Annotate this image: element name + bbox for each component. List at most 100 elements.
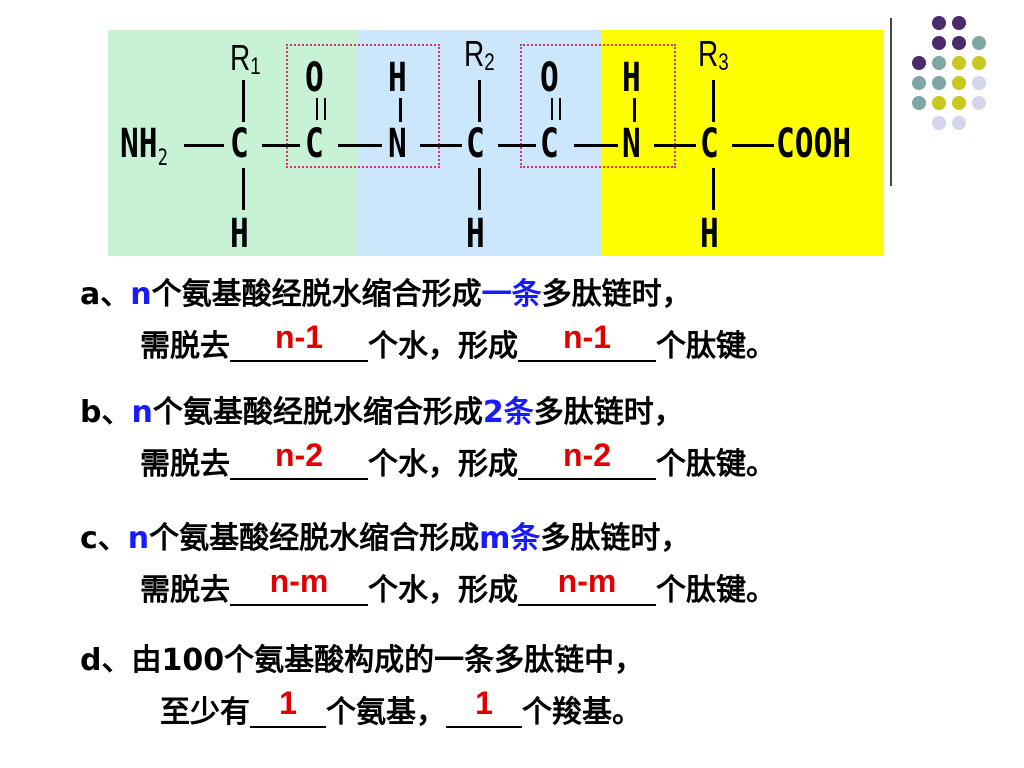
- alpha-carbon-3: C: [700, 121, 719, 167]
- double-bond-1b: [324, 98, 326, 120]
- bond-n2-c3: [654, 144, 696, 147]
- decorative-dot: [932, 76, 946, 90]
- item-a-blank1: n-1: [230, 319, 368, 362]
- item-a-emph: 一条: [481, 277, 542, 312]
- bond-r1-c1: [242, 80, 245, 122]
- bond-r2-c2: [478, 80, 481, 122]
- decorative-dot: [972, 96, 986, 110]
- item-a-n: n: [130, 277, 152, 312]
- item-c-post: 个肽键。: [656, 573, 776, 608]
- item-d-pre: 至少有: [160, 695, 250, 730]
- item-a-answer1: n-1: [275, 319, 323, 355]
- bond-c1-c: [262, 144, 300, 147]
- item-b-blank2: n-2: [518, 437, 656, 480]
- item-b-letter: b: [80, 395, 102, 430]
- hydrogen-n1: H: [388, 55, 407, 101]
- item-c-blank2: n-m: [518, 563, 656, 606]
- item-b-answer2: n-2: [563, 437, 611, 473]
- peptide-bond-box-1: [286, 44, 440, 168]
- carbonyl-carbon-1: C: [305, 121, 324, 167]
- item-c-emph: m条: [479, 521, 541, 556]
- item-b-blank1: n-2: [230, 437, 368, 480]
- item-d-answer1: 1: [279, 685, 297, 721]
- alpha-carbon-2: C: [466, 121, 485, 167]
- item-b-end: 多肽链时，: [533, 395, 684, 430]
- double-bond-1a: [316, 98, 318, 120]
- item-a-end: 多肽链时，: [541, 277, 692, 312]
- bond-c-n2: [574, 144, 618, 147]
- decorative-dot: [952, 116, 966, 130]
- decorative-dot: [952, 36, 966, 50]
- r-group-1: R1: [230, 37, 261, 81]
- item-a-post: 个肽键。: [656, 329, 776, 364]
- item-d-blank1: 1: [250, 685, 326, 728]
- hydrogen-n2: H: [622, 55, 641, 101]
- oxygen-1: O: [305, 55, 324, 101]
- item-b-answer1: n-2: [275, 437, 323, 473]
- item-d-text: 、由100个氨基酸构成的一条多肽链中，: [101, 643, 645, 678]
- item-c-letter: c: [80, 521, 98, 556]
- item-c-end: 多肽链时，: [540, 521, 691, 556]
- bond-c1-h: [242, 168, 245, 210]
- decorative-dot: [952, 56, 966, 70]
- item-a-mid: 个氨基酸经脱水缩合形成: [151, 277, 482, 312]
- item-d-post: 个羧基。: [522, 695, 642, 730]
- item-c-mid: 个氨基酸经脱水缩合形成: [149, 521, 480, 556]
- item-d-line1: d、由100个氨基酸构成的一条多肽链中，: [80, 642, 644, 680]
- amino-acid-2-background: [358, 30, 602, 256]
- item-d-answer2: 1: [475, 685, 493, 721]
- item-c-line1: c、n个氨基酸经脱水缩合形成m条多肽链时，: [80, 520, 690, 558]
- item-b-emph: 2条: [482, 395, 534, 430]
- nitrogen-2: N: [622, 121, 641, 167]
- bond-c2-c: [498, 144, 536, 147]
- item-d-blank2: 1: [446, 685, 522, 728]
- decorative-dot: [932, 16, 946, 30]
- amino-acid-1-background: [108, 30, 358, 256]
- bond-c-n1: [338, 144, 382, 147]
- item-a-letter: a: [80, 277, 101, 312]
- double-bond-2a: [551, 98, 553, 120]
- decorative-dot: [932, 56, 946, 70]
- item-a-line1: a、n个氨基酸经脱水缩合形成一条多肽链时，: [80, 276, 692, 314]
- decorative-dot: [952, 76, 966, 90]
- item-c-answer1: n-m: [269, 563, 329, 599]
- decorative-dot: [972, 56, 986, 70]
- bond-h-n2: [633, 98, 636, 122]
- item-b-n: n: [131, 395, 153, 430]
- decorative-dot: [952, 16, 966, 30]
- nitrogen-1: N: [388, 121, 407, 167]
- bond-n1-c2: [420, 144, 462, 147]
- item-b-sep: 、: [101, 395, 132, 430]
- decorative-dot: [912, 56, 926, 70]
- hydrogen-c1: H: [230, 211, 249, 257]
- decorative-dot: [972, 36, 986, 50]
- bond-r3-c3: [712, 80, 715, 122]
- item-c-pre: 需脱去: [140, 573, 230, 608]
- bond-c3-h: [712, 168, 715, 210]
- bond-h-n1: [399, 98, 402, 122]
- item-a-answer2: n-1: [563, 319, 611, 355]
- decorative-dot: [932, 116, 946, 130]
- carboxyl-group: COOH: [776, 121, 852, 167]
- item-b-mid: 个氨基酸经脱水缩合形成: [152, 395, 483, 430]
- bond-nh2-c1: [184, 144, 224, 147]
- decorative-dot: [932, 36, 946, 50]
- peptide-bond-box-2: [520, 44, 676, 168]
- hydrogen-c2: H: [466, 211, 485, 257]
- decorative-dot: [912, 76, 926, 90]
- decorative-dot: [952, 96, 966, 110]
- amino-acid-3-background: [602, 30, 884, 256]
- decorative-dot: [932, 96, 946, 110]
- item-a-middle: 个水，形成: [368, 329, 518, 364]
- oxygen-2: O: [540, 55, 559, 101]
- peptide-structure-diagram: R1 R2 R3 O H O H NH2 C C N C C N C COOH …: [0, 0, 1024, 270]
- item-c-sep: 、: [97, 521, 128, 556]
- bond-c2-h: [478, 168, 481, 210]
- hydrogen-c3: H: [700, 211, 719, 257]
- alpha-carbon-1: C: [230, 121, 249, 167]
- double-bond-2b: [559, 98, 561, 120]
